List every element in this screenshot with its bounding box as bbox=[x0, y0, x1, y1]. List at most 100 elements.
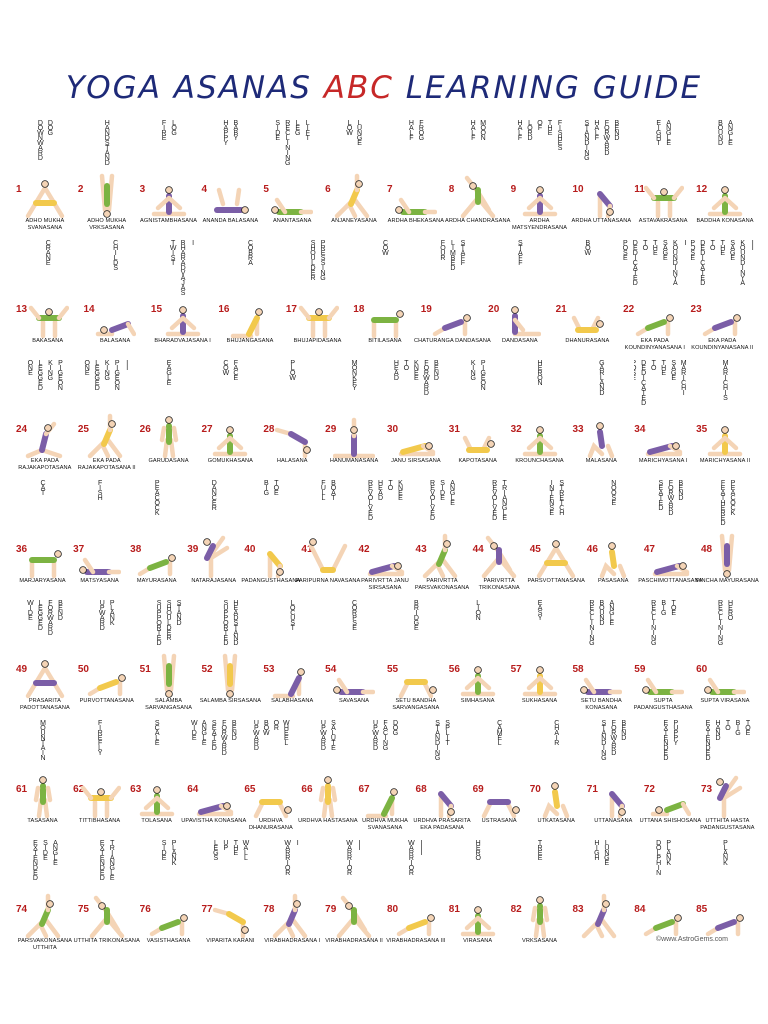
english-name-word: DEDICATED bbox=[699, 240, 707, 285]
pose-figure bbox=[24, 410, 66, 460]
pose-figure-icon bbox=[530, 896, 549, 939]
pose-figure bbox=[271, 890, 313, 940]
sanskrit-name: PASASANA bbox=[598, 578, 629, 584]
pose-figure-icon bbox=[28, 550, 62, 579]
english-name-word: KNEE bbox=[397, 480, 404, 500]
english-name-word: MARICHIS bbox=[722, 360, 730, 400]
english-name-word: LORD bbox=[526, 120, 534, 140]
pose-figure bbox=[364, 770, 406, 820]
english-name-word: TOE bbox=[272, 480, 280, 495]
english-name-word: RECLINING bbox=[717, 600, 725, 645]
sanskrit-name: CHATURANGA DANDASANA bbox=[414, 338, 491, 344]
sanskrit-name: MAYURASANA bbox=[136, 578, 177, 584]
english-name-word: BEND bbox=[432, 360, 440, 380]
english-name-word: LOCUST bbox=[289, 600, 297, 630]
english-name-word: LIMBED bbox=[449, 240, 457, 270]
pose-figure bbox=[333, 170, 375, 220]
sanskrit-name: SUPTA VIRASANA bbox=[700, 698, 750, 704]
english-name-word: II bbox=[356, 840, 364, 850]
pose-figure-icon bbox=[398, 679, 437, 699]
english-name-word: BEND bbox=[56, 600, 64, 620]
english-name-word: PLANK bbox=[108, 600, 116, 625]
pose-figure-icon bbox=[645, 442, 683, 457]
english-name-word: BEND bbox=[677, 480, 685, 500]
english-name: CHAIR bbox=[530, 720, 583, 798]
pose-figure-icon bbox=[481, 799, 520, 819]
english-name-word: CAT bbox=[39, 480, 47, 495]
pose-figure bbox=[580, 890, 622, 940]
pose-number: 50 bbox=[77, 664, 89, 675]
english-name: EASY bbox=[511, 600, 569, 678]
pose-figure-icon bbox=[720, 533, 735, 578]
sanskrit-name: DANDASANA bbox=[502, 338, 538, 344]
pose-number: 4 bbox=[201, 184, 208, 195]
pose-number: 30 bbox=[386, 424, 399, 435]
english-name-word: BEND bbox=[620, 720, 628, 740]
sanskrit-name: KAPOTASANA bbox=[458, 458, 497, 464]
pose-number: 75 bbox=[77, 904, 89, 915]
english-name-word: POSE bbox=[634, 360, 638, 380]
english-name-word: MOON bbox=[479, 120, 487, 140]
pose-number: 43 bbox=[415, 544, 427, 555]
pose-figure bbox=[649, 530, 691, 580]
pose-figure-icon bbox=[707, 186, 743, 217]
pose-number: 16 bbox=[218, 304, 230, 315]
english-name-word: PEACOCK bbox=[729, 480, 737, 515]
english-name-word: LEGS bbox=[212, 840, 220, 860]
sanskrit-name: VASISTHASANA bbox=[146, 938, 191, 944]
pose-figure-icon bbox=[609, 791, 627, 819]
pose-figure-icon bbox=[214, 187, 250, 214]
pose-figure-icon bbox=[635, 314, 674, 337]
sanskrit-name: DHANURASANA bbox=[565, 338, 610, 344]
english-name-word: KING bbox=[103, 360, 111, 380]
english-name-word: COBRA bbox=[247, 240, 255, 265]
english-name-word: NOOSE bbox=[610, 480, 618, 505]
sanskrit-name: PARIVRTTA JANU SIRSASANA bbox=[361, 578, 409, 591]
pose-figure bbox=[209, 170, 251, 220]
english-name-word: CAMEL bbox=[496, 720, 504, 745]
pose-figure-icon bbox=[336, 895, 372, 939]
pose-figure bbox=[193, 770, 235, 820]
pose-figure bbox=[209, 410, 251, 460]
pose-number: 24 bbox=[16, 424, 28, 435]
english-name-word: LOG bbox=[170, 120, 178, 135]
english-name-word: DANCER bbox=[210, 480, 218, 510]
english-name-word: I bbox=[681, 240, 687, 245]
english-name-word: ANGLE bbox=[200, 720, 208, 745]
english-name: CORPSE bbox=[325, 600, 383, 678]
english-name-word: EIGHT bbox=[655, 120, 663, 145]
pose-figure bbox=[364, 530, 406, 580]
pose-figure-icon bbox=[230, 308, 263, 339]
english-name-word: EXTENDED bbox=[31, 840, 39, 880]
english-name-word: SPLIT bbox=[444, 720, 452, 745]
pose-figure-icon bbox=[398, 442, 436, 457]
sanskrit-name: ARDHA CHANDRASANA bbox=[445, 218, 511, 224]
english-name-word: HERON bbox=[536, 360, 544, 385]
pose-figure bbox=[431, 290, 473, 340]
pose-figure-icon bbox=[395, 197, 438, 215]
sanskrit-name: VIRABHADRASANA III bbox=[386, 938, 446, 944]
pose-figure-icon bbox=[597, 191, 615, 219]
english-name: MARICHIS bbox=[696, 360, 754, 438]
english-name-word: DOWNWARD bbox=[36, 120, 44, 160]
english-name-word: EXTENDED bbox=[704, 720, 712, 760]
english-name-word: MONKEY bbox=[351, 360, 359, 390]
pose-figure-icon bbox=[707, 426, 743, 457]
